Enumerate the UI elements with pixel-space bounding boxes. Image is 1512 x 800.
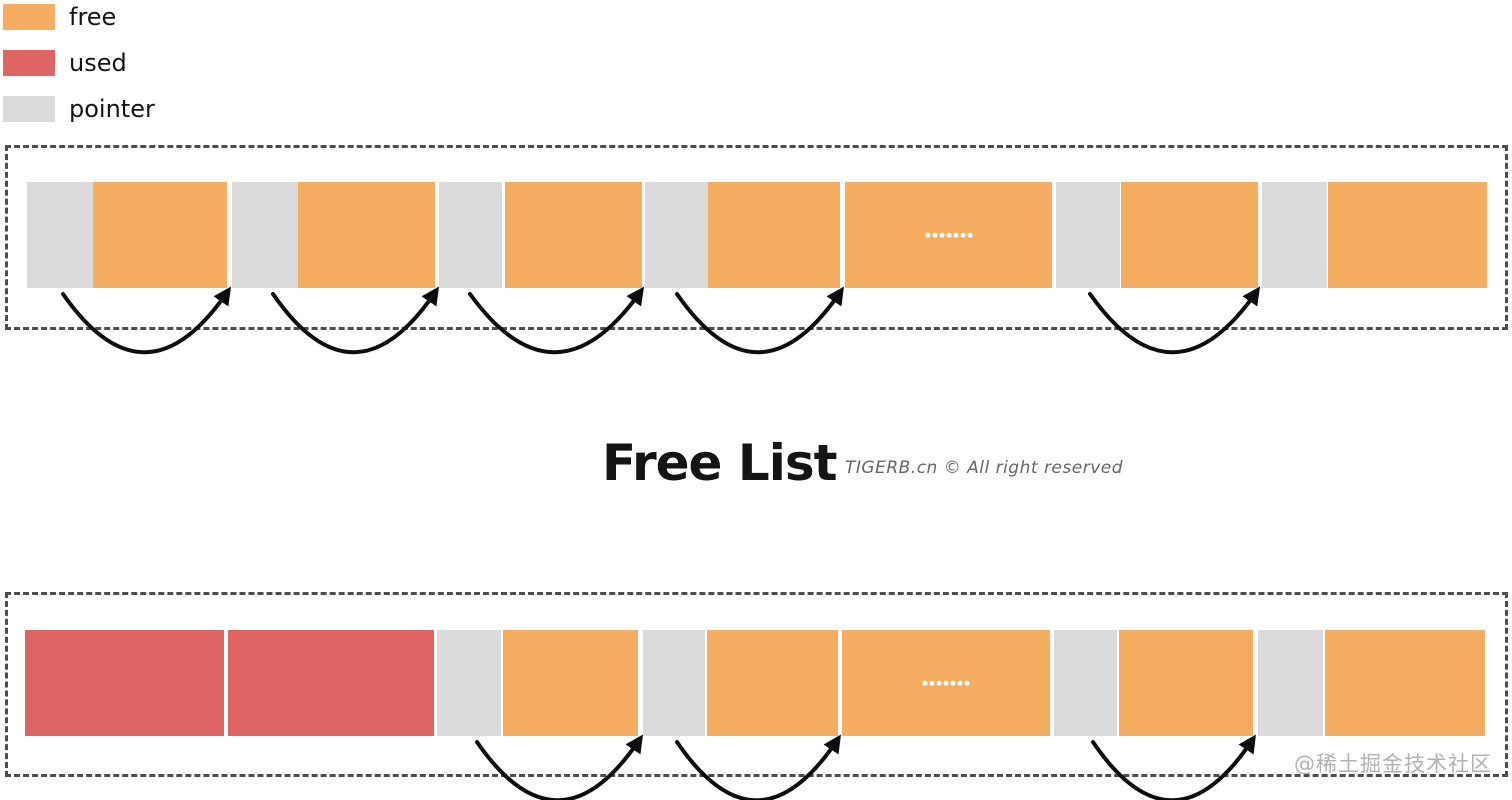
free-block (842, 630, 1050, 736)
used-block (25, 630, 224, 736)
free-block (505, 182, 642, 288)
free-block (503, 630, 638, 736)
memory-strip-all-free (5, 145, 1508, 330)
pointer-block (1056, 182, 1120, 288)
ellipsis-dot (925, 232, 930, 238)
ellipsis-dot (929, 680, 935, 686)
ellipsis-dot (922, 680, 928, 686)
ellipsis-dot (932, 232, 937, 238)
ellipsis-dot (960, 232, 965, 238)
pointer-block (27, 182, 93, 288)
pointer-block (645, 182, 708, 288)
pointer-block (437, 630, 501, 736)
pointer-block (439, 182, 502, 288)
copyright-text: TIGERB.cn © All right reserved (845, 458, 1124, 478)
free-block (1119, 630, 1253, 736)
free-color-swatch (3, 3, 55, 30)
used-block (228, 630, 434, 736)
pointer-block (1262, 182, 1327, 288)
free-block (707, 630, 838, 736)
free-block (1325, 630, 1485, 736)
legend-label-free: free (69, 2, 117, 31)
free-block (845, 182, 1052, 288)
ellipsis-dot (953, 232, 958, 238)
ellipsis-dot (957, 680, 963, 686)
ellipsis-dot (943, 680, 949, 686)
used-color-swatch (3, 49, 55, 76)
watermark: @稀土掘金技术社区 (1294, 752, 1492, 776)
ellipsis-dots (922, 680, 970, 686)
ellipsis-dots (925, 232, 972, 238)
legend: free used pointer (3, 3, 155, 141)
pointer-block (1054, 630, 1117, 736)
ellipsis-dot (967, 232, 972, 238)
legend-item-used: used (3, 49, 155, 76)
free-block (298, 182, 435, 288)
ellipsis-dot (964, 680, 970, 686)
free-block (1328, 182, 1487, 288)
ellipsis-dot (939, 232, 944, 238)
legend-label-pointer: pointer (69, 94, 155, 123)
ellipsis-dot (936, 680, 942, 686)
ellipsis-dot (946, 232, 951, 238)
legend-item-free: free (3, 3, 155, 30)
pointer-block (1258, 630, 1323, 736)
memory-strip-partially-used (5, 592, 1508, 777)
pointer-block (643, 630, 705, 736)
ellipsis-dot (950, 680, 956, 686)
free-block (1121, 182, 1258, 288)
pointer-block (232, 182, 298, 288)
pointer-color-swatch (3, 95, 55, 122)
page-title: Free List (602, 434, 838, 492)
free-block (93, 182, 227, 288)
free-block (708, 182, 840, 288)
legend-item-pointer: pointer (3, 95, 155, 122)
legend-label-used: used (69, 48, 127, 77)
